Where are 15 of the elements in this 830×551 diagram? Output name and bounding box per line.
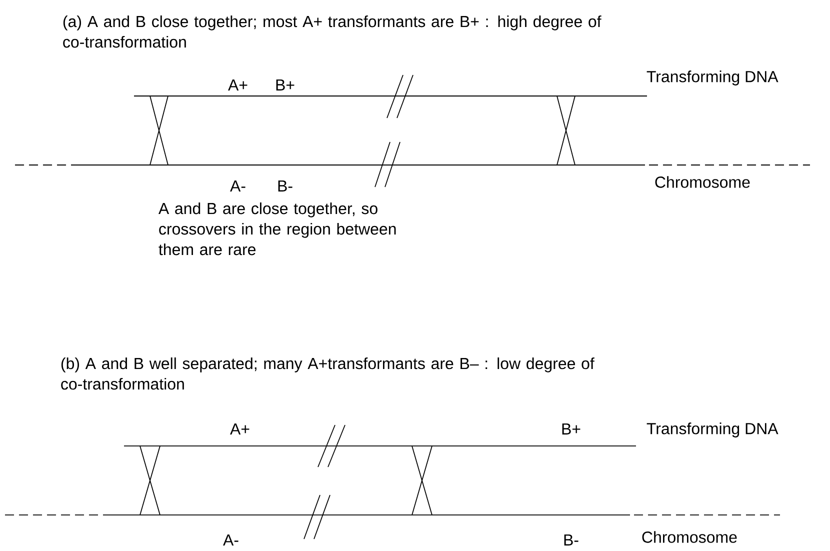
allele-label: A+ bbox=[230, 423, 250, 434]
allele-label: A- bbox=[223, 534, 238, 546]
allele-label: B- bbox=[278, 180, 292, 192]
strand-label: Chromosome bbox=[642, 531, 737, 543]
note: A and B are close together, so crossovers in the region between them are rare bbox=[158, 202, 396, 256]
allele-label: B+ bbox=[562, 423, 580, 434]
panel-heading: (b) A and B well separated; many A+transformants are B– : low degree of co-transformation bbox=[61, 357, 594, 390]
allele-label: B+ bbox=[276, 79, 294, 90]
strand-label: Transforming DNA bbox=[646, 70, 778, 86]
panel-heading: (a) A and B close together; most A+ transformants are B+ : high degree of co-transformation bbox=[63, 15, 602, 48]
strand-label: Transforming DNA bbox=[646, 422, 778, 438]
allele-label: B- bbox=[564, 534, 578, 546]
strand-label: Chromosome bbox=[655, 176, 750, 188]
allele-label: A+ bbox=[228, 79, 248, 90]
allele-label: A- bbox=[230, 180, 246, 192]
